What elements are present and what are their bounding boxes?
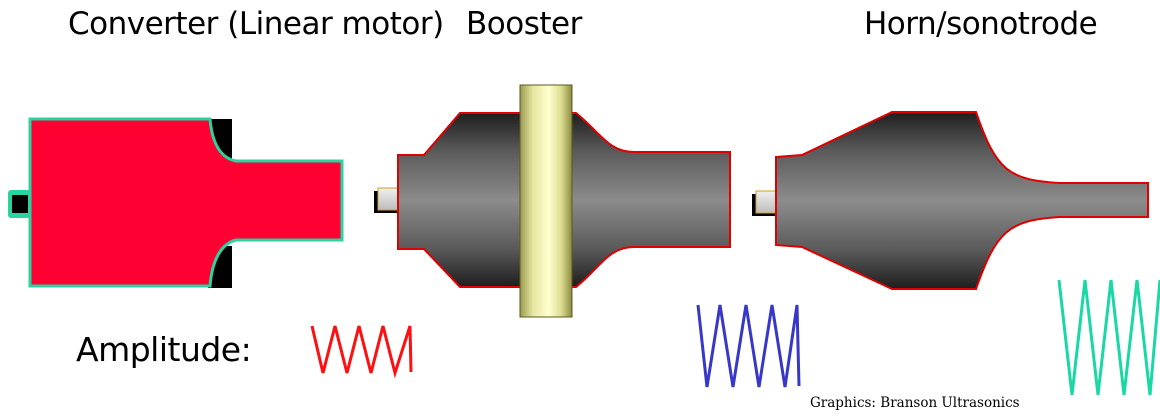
graphics-credit: Graphics: Branson Ultrasonics <box>810 395 1020 411</box>
horn-title: Horn/sonotrode <box>864 6 1098 42</box>
amplitude-label: Amplitude: <box>76 330 252 369</box>
booster-title: Booster <box>466 6 582 42</box>
booster <box>374 84 731 318</box>
converter-black-corner-top <box>208 119 232 163</box>
booster-amplitude-wave <box>696 304 801 388</box>
converter-body <box>28 117 344 288</box>
horn-body <box>775 111 1149 290</box>
booster-clamp-ring <box>519 84 573 318</box>
horn <box>752 111 1149 290</box>
converter-title: Converter (Linear motor) <box>68 6 444 42</box>
converter <box>8 117 344 288</box>
converter-black-corner-bottom <box>208 246 232 288</box>
converter-amplitude-wave <box>310 325 413 379</box>
horn-amplitude-wave <box>1057 279 1160 396</box>
converter-connector-core <box>12 195 28 213</box>
